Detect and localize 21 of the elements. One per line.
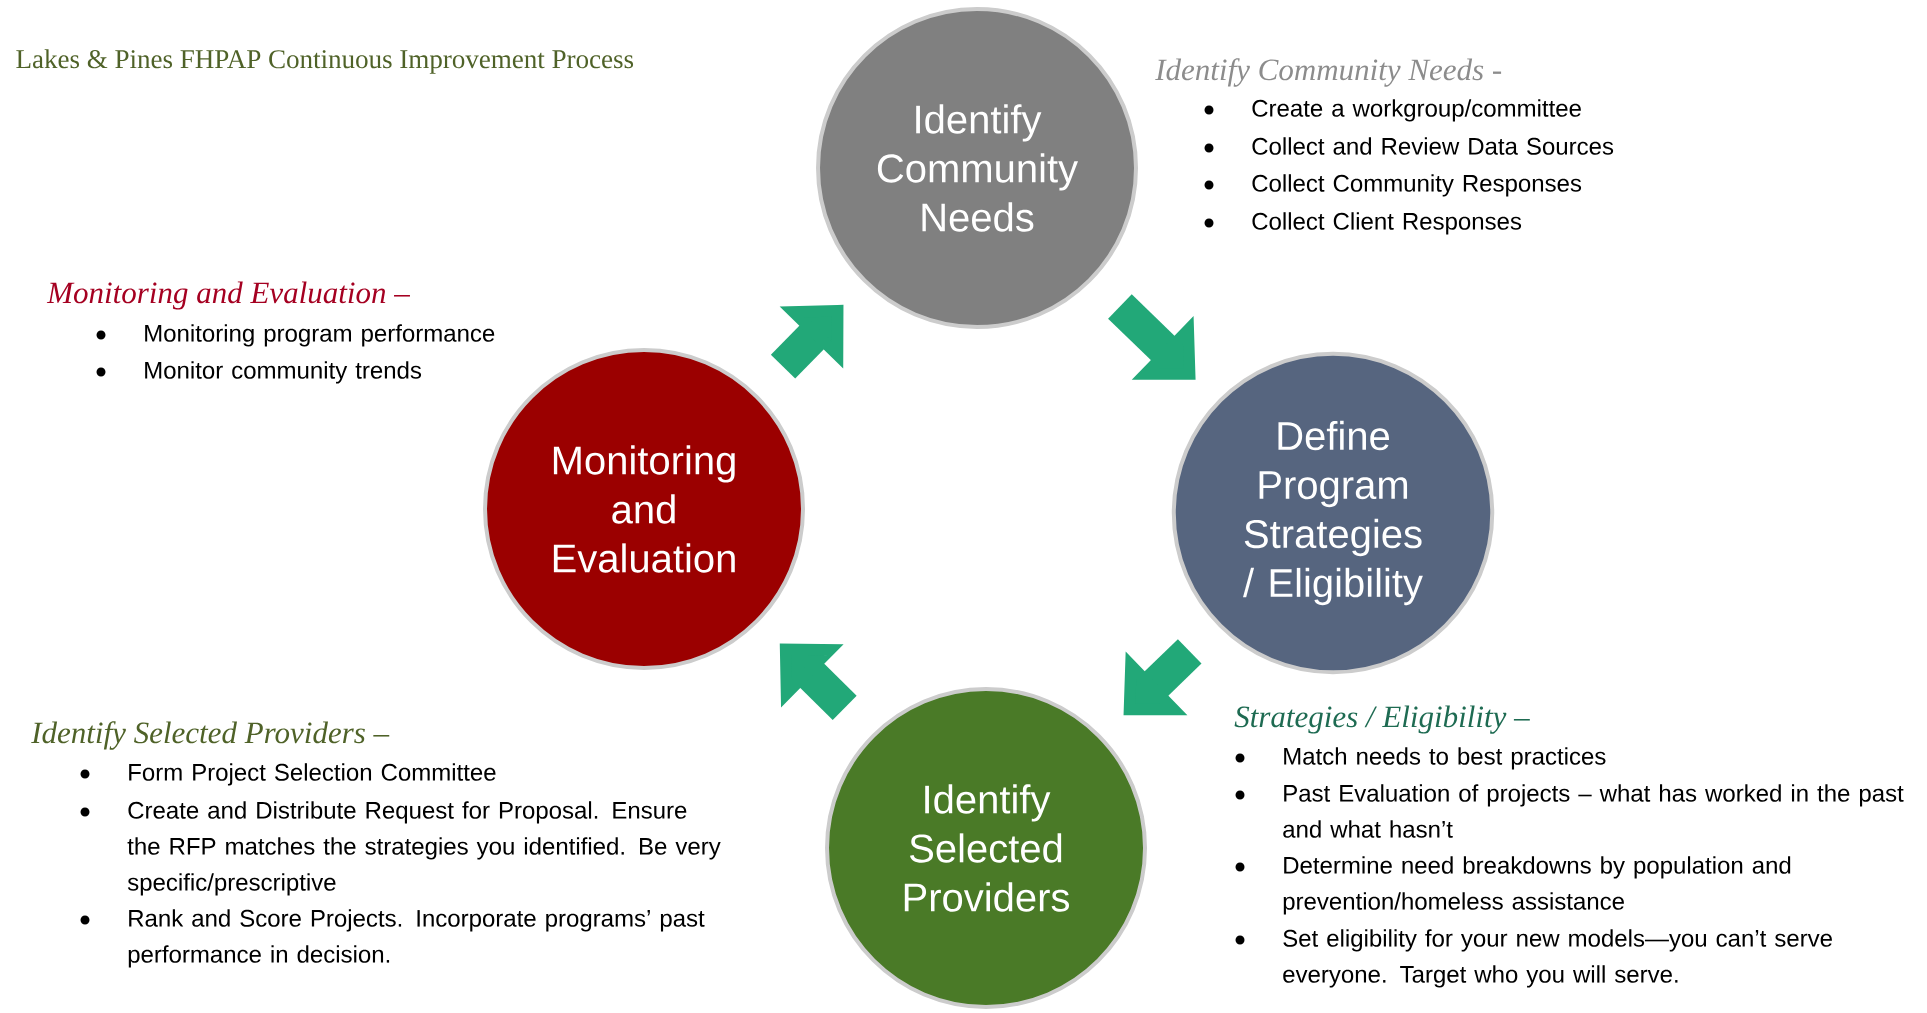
block-arrow [1123,639,1202,716]
block-arrow [779,643,857,720]
block-arrow [770,304,844,379]
bullet-text: Past Evaluation of projects – what has worked in the past and what hasn’t [1283,784,1904,838]
bullet-text: Create and Distribute Request for Proposal. Ensure the RFP matches the strategies you identified. Be very specific/prescriptive [127,801,721,896]
bullet-text: Collect Client Responses [1252,212,1522,235]
bullet-text: Monitor community trends [145,361,422,384]
title: Lakes & Pines FHPAP Continuous Improvement Process [16,49,634,74]
bullet-text: Monitoring program performance [145,324,495,347]
bullet-text: Collect and Review Data Sources [1252,137,1614,155]
bullet-text: Rank and Score Projects. Incorporate programs’ past performance in decision. [128,909,705,968]
bullet-text: Create a workgroup/committee [1252,99,1581,122]
block-arrow [1108,294,1196,380]
bullet-text: Match needs to best practices [1284,747,1606,770]
bullet-text: Determine need breakdowns by population and prevention/homeless assistance [1283,856,1791,915]
section-heading: Monitoring and Evaluation – [46,281,410,310]
section-heading: Identify Selected Providers – [31,721,390,750]
bullet-text: Form Project Selection Committee [129,763,496,786]
section-heading: Strategies / Eligibility – [1234,705,1530,734]
bullet-text: Set eligibility for your new models—you can’t serve everyone. Target who you will serve. [1283,929,1832,988]
bullet-text: Collect Community Responses [1252,174,1582,197]
